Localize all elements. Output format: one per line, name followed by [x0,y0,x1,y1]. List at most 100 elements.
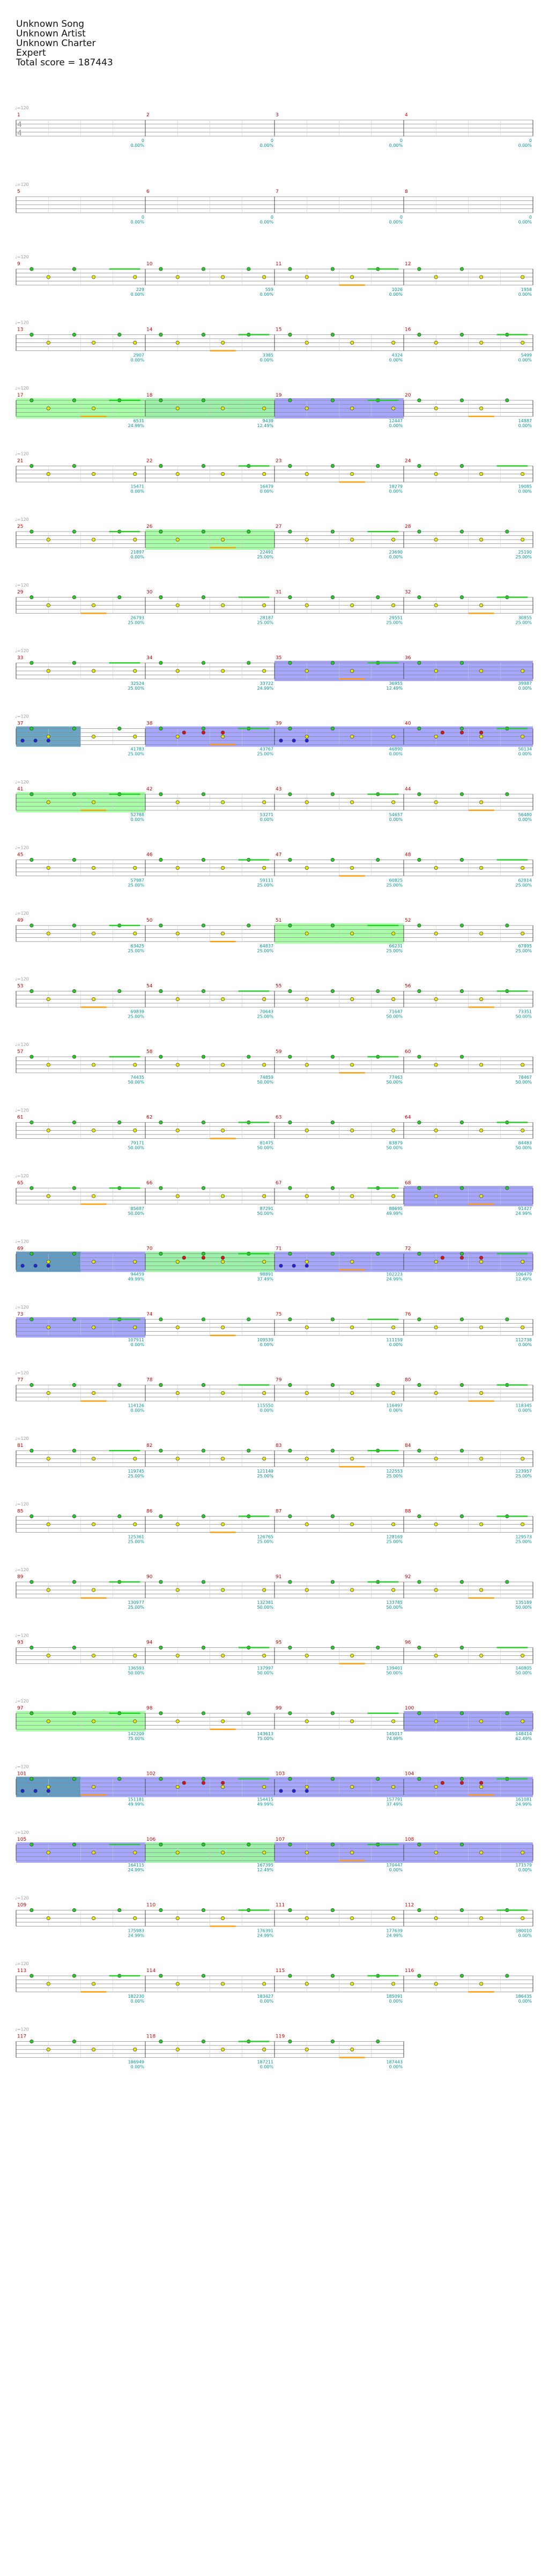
measure-score: 0 [400,138,403,143]
note-gem [46,738,50,743]
sustain-tail [210,350,236,352]
note-gem [376,1383,380,1387]
sustain-tail [339,1860,365,1862]
measure-percentage: 12.49% [386,686,403,691]
measure-percentage: 0.00% [518,686,532,691]
measure-score: 57987 [131,878,144,883]
tempo-marker: ♩=120 [15,977,29,982]
sustain-tail [210,1334,236,1336]
note-gem [72,661,76,665]
measure-percentage: 0.00% [518,143,532,148]
sustain-tail [210,547,236,549]
note-gem [292,738,296,743]
sustain-tail [238,1384,270,1386]
note-gem [175,275,180,279]
measure-score: 229 [136,287,144,292]
sustain-tail [468,1991,494,1993]
note-gem [479,1256,484,1260]
note-gem [262,603,266,608]
note-gem [305,1719,309,1723]
measure-score: 0 [529,215,532,220]
measure-percentage: 25.00% [257,883,273,888]
note-gem [434,1982,438,1986]
note-gem [434,1457,438,1461]
note-gem [247,529,251,534]
note-gem [221,603,225,608]
note-gem [221,275,225,279]
note-gem [459,989,464,994]
note-gem [521,1719,525,1723]
measure-score: 59111 [260,878,273,883]
note-gem [459,464,464,468]
note-gem [29,661,34,665]
measure-score: 54657 [389,812,403,817]
note-gem [29,1646,34,1650]
measure-number: 72 [405,1246,411,1252]
measure-percentage: 50.00% [128,1080,144,1085]
note-gem [72,1317,76,1321]
note-gem [117,989,122,994]
note-gem [505,792,509,796]
note-gem [305,669,309,673]
note-gem [391,1588,396,1592]
sustain-tail [496,334,528,335]
measure-score: 26793 [131,616,144,621]
note-gem [521,1916,525,1921]
difficulty-label: Expert [16,48,46,58]
measure-number: 117 [17,2034,26,2040]
note-gem [305,1916,309,1921]
note-gem [159,661,163,665]
measure-score: 74859 [260,1075,273,1080]
sustain-tail [109,531,140,533]
note-gem [72,1646,76,1650]
sustain-tail [210,744,236,745]
note-gem [417,1974,421,1978]
note-gem [72,989,76,994]
tempo-marker: ♩=120 [15,1174,29,1178]
note-gem [46,1522,50,1527]
note-gem [417,727,421,731]
note-gem [201,989,205,994]
measure-score: 28187 [260,616,273,621]
note-gem [133,1063,137,1067]
sustain-tail [468,1794,494,1796]
measure-score: 3385 [263,353,273,358]
measure-score: 139401 [386,1666,403,1671]
note-gem [33,738,38,743]
note-gem [72,529,76,534]
sustain-tail [238,859,270,861]
measure-percentage: 0.00% [260,1342,274,1347]
note-gem [459,792,464,796]
note-gem [459,1514,464,1519]
note-gem [133,537,137,542]
note-gem [521,669,525,673]
note-gem [459,1908,464,1913]
note-gem [479,1654,484,1658]
measure-number: 25 [17,524,23,529]
measure-number: 95 [276,1640,281,1646]
measure-percentage: 0.00% [389,423,403,428]
note-gem [133,1457,137,1461]
note-gem [201,595,205,600]
measure-percentage: 0.00% [131,489,145,494]
note-gem [305,1785,309,1789]
note-gem [221,1982,225,1986]
note-gem [459,1121,464,1125]
measure-number: 68 [405,1181,411,1186]
measure-score: 121149 [257,1469,273,1474]
note-gem [417,1514,421,1519]
note-gem [92,800,96,804]
measure-percentage: 0.00% [389,1999,403,2004]
note-gem [417,858,421,862]
measure-percentage: 50.00% [257,1671,273,1676]
sustain-tail [468,1006,494,1008]
note-gem [288,1580,292,1584]
measure-number: 31 [276,590,281,595]
note-gem [221,1194,225,1198]
measure-percentage: 50.00% [515,1146,532,1151]
measure-score: 53271 [260,812,273,817]
note-gem [221,1325,225,1330]
tempo-marker: ♩=120 [15,780,29,785]
measure-percentage: 0.00% [518,1408,532,1413]
measure-number: 80 [405,1378,411,1383]
